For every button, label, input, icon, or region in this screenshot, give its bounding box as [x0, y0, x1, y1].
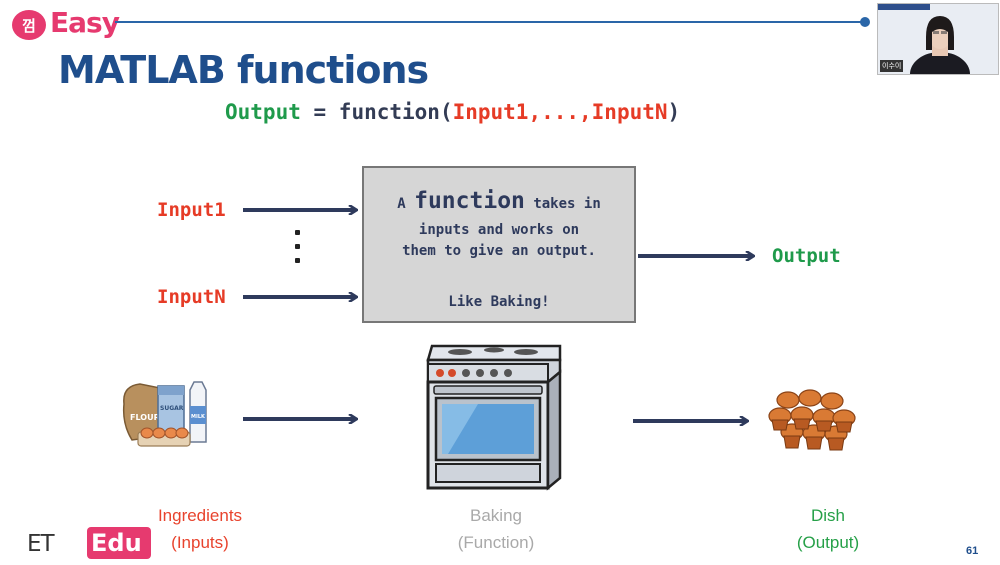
caption-dish: Dish (Output) — [758, 502, 898, 556]
caption-baking-sub: (Function) — [457, 533, 535, 552]
header-divider-dot — [860, 17, 870, 27]
label-output: Output — [772, 245, 841, 267]
caption-ingredients: Ingredients (Inputs) — [130, 502, 270, 556]
milk-label: MILK — [191, 414, 206, 420]
webcam-title-bar — [878, 4, 930, 10]
formula-equals: = — [300, 100, 339, 124]
sugar-label: SUGAR — [160, 405, 184, 412]
muffins-icon — [768, 389, 856, 451]
etedu-logo-box — [87, 527, 151, 559]
formula-output: Output — [225, 100, 301, 124]
formula-close-paren: ) — [667, 100, 681, 124]
caption-dish-title: Dish — [810, 506, 845, 525]
function-box-line4: Like Baking! — [448, 294, 550, 310]
formula-function: function( — [338, 100, 453, 124]
presenter-webcam: 이수이 — [877, 3, 999, 75]
function-box-line1: A function takes in — [397, 188, 601, 214]
slide-title: MATLAB functions — [58, 48, 429, 92]
caption-ingredients-title: Ingredients — [157, 506, 243, 525]
ellipsis-dots — [292, 230, 304, 272]
caption-ingredients-sub: (Inputs) — [171, 533, 229, 552]
etedu-logo-et: ET — [27, 531, 55, 557]
flour-label: FLOUR — [130, 413, 160, 422]
header-divider — [115, 21, 865, 23]
ingredients-icon: FLOUR SUGAR MILK — [122, 381, 207, 447]
label-inputn: InputN — [157, 286, 226, 308]
etedu-logo-edu: Edu — [91, 529, 142, 557]
brand-logo-word: Easy — [50, 6, 120, 39]
presenter-avatar — [910, 16, 970, 74]
label-input1: Input1 — [157, 199, 226, 221]
function-formula: Output = function(Input1,...,InputN) — [225, 100, 680, 124]
page-number: 61 — [966, 545, 979, 557]
function-box-line2: inputs and works on — [418, 222, 580, 238]
webcam-name-tag: 이수이 — [880, 60, 904, 72]
caption-dish-sub: (Output) — [796, 533, 860, 552]
formula-args: Input1,...,InputN — [452, 100, 668, 124]
function-box: A function takes in inputs and works on … — [362, 166, 636, 323]
caption-baking: Baking (Function) — [426, 502, 566, 556]
caption-baking-title: Baking — [470, 506, 522, 525]
oven-icon — [426, 344, 562, 491]
brand-logo-badge: 껌 — [12, 10, 46, 40]
function-box-line3: them to give an output. — [402, 243, 596, 259]
